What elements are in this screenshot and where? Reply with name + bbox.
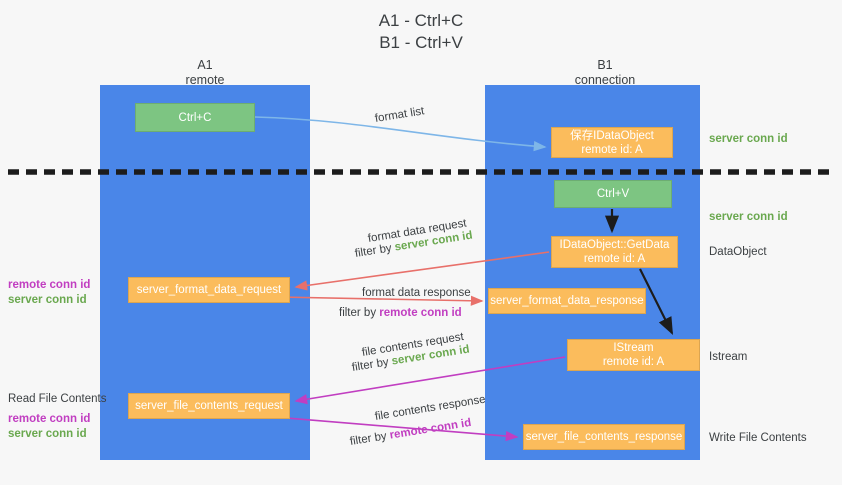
filter-by-text: filter by <box>354 241 396 260</box>
box-server-format-data-request[interactable]: server_format_data_request <box>128 277 290 303</box>
lane-a-name: A1 <box>197 58 213 72</box>
box-istream-line2: remote id: A <box>602 356 665 368</box>
edge-label-format-list: format list <box>374 103 426 127</box>
page-title: A1 - Ctrl+C B1 - Ctrl+V <box>0 10 842 54</box>
filter-by-text: filter by <box>349 429 391 448</box>
title-line-1: A1 - Ctrl+C <box>378 11 464 30</box>
write-file-contents-label: Write File Contents <box>709 432 807 444</box>
box-save-idataobject-line2: remote id: A <box>581 143 643 156</box>
note-istream: Istream <box>709 350 747 365</box>
server-conn-id-label: server conn id <box>8 294 87 306</box>
note-conn-ids-bottom: remote conn id server conn id <box>8 412 90 442</box>
box-server-format-data-request-label: server_format_data_request <box>136 284 282 296</box>
box-server-file-contents-response[interactable]: server_file_contents_response <box>523 424 685 450</box>
dataobject-label: DataObject <box>709 246 767 258</box>
edge-filter-file-contents-response: filter by remote conn id <box>349 415 473 450</box>
box-getdata-line2: remote id: A <box>583 253 646 265</box>
title-line-2: B1 - Ctrl+V <box>379 33 463 52</box>
remote-conn-id-label: remote conn id <box>8 279 91 291</box>
edge-label-format-list-text: format list <box>374 105 426 125</box>
remote-conn-id-label: remote conn id <box>8 413 91 425</box>
box-server-file-contents-request-label: server_file_contents_request <box>135 400 283 412</box>
box-ctrl-v[interactable]: Ctrl+V <box>554 180 672 208</box>
server-conn-id-label: server conn id <box>709 211 788 223</box>
box-idataobject-getdata[interactable]: IDataObject::GetData remote id: A <box>551 236 678 268</box>
note-server-conn-id-top: server conn id <box>709 132 788 147</box>
box-save-idataobject-line1: 保存IDataObject <box>570 129 654 142</box>
lane-a-header: A1 remote <box>130 58 280 88</box>
box-server-format-data-response[interactable]: server_format_data_response <box>488 288 646 314</box>
filter-by-text: filter by <box>351 355 393 374</box>
box-server-file-contents-request[interactable]: server_file_contents_request <box>128 393 290 419</box>
box-save-idataobject[interactable]: 保存IDataObject remote id: A <box>551 127 673 158</box>
box-getdata-line1: IDataObject::GetData <box>559 239 670 251</box>
note-conn-ids-middle: remote conn id server conn id <box>8 278 90 308</box>
box-ctrl-c-label: Ctrl+C <box>178 111 212 124</box>
server-conn-id-label: server conn id <box>709 133 788 145</box>
box-istream-line1: IStream <box>613 342 654 354</box>
edge-label-format-data-response-text: format data response <box>362 287 471 299</box>
box-ctrl-v-label: Ctrl+V <box>596 188 630 200</box>
note-read-file-contents: Read File Contents <box>8 392 106 407</box>
edge-filter-format-data-response: filter by remote conn id <box>339 305 462 321</box>
istream-label: Istream <box>709 351 748 363</box>
read-file-contents-label: Read File Contents <box>8 393 107 405</box>
lane-b-role: connection <box>574 73 636 87</box>
lane-b-name: B1 <box>597 58 613 72</box>
note-dataobject: DataObject <box>709 245 767 260</box>
note-write-file-contents: Write File Contents <box>709 431 807 446</box>
box-ctrl-c[interactable]: Ctrl+C <box>135 103 255 132</box>
box-server-file-contents-response-label: server_file_contents_response <box>525 431 683 443</box>
box-istream[interactable]: IStream remote id: A <box>567 339 700 371</box>
filter-by-text: filter by <box>339 307 380 319</box>
server-conn-id-label: server conn id <box>8 428 87 440</box>
lane-a-role: remote <box>185 73 225 87</box>
note-server-conn-id-second: server conn id <box>709 210 788 225</box>
edge-label-format-data-response: format data response <box>362 285 471 301</box>
remote-conn-id-text: remote conn id <box>379 307 462 319</box>
lane-b-header: B1 connection <box>530 58 680 88</box>
box-server-format-data-response-label: server_format_data_response <box>490 295 644 307</box>
